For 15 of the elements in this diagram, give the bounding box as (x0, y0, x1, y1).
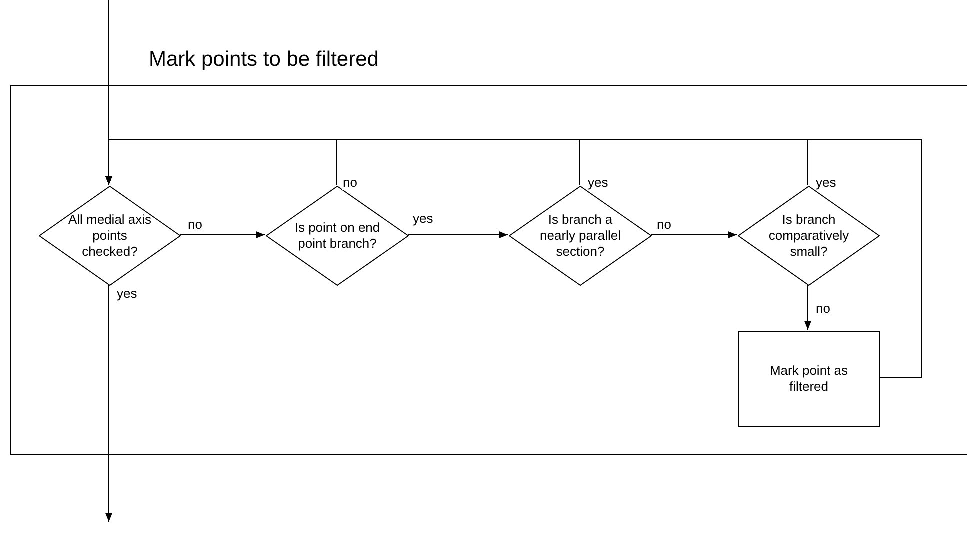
node-text: Is branch a nearly parallel section? (539, 212, 622, 260)
decision-diamond (266, 186, 409, 286)
node-text: Is point on end point branch? (294, 220, 382, 252)
node-text: All medial axis points checked? (67, 212, 153, 260)
node-text: Is branch comparatively small? (768, 212, 850, 260)
process-box (738, 331, 880, 427)
arrow (650, 231, 738, 239)
decision-diamond (39, 186, 181, 286)
arrow (105, 284, 113, 522)
group-heading: Mark points to be filtered (149, 47, 379, 73)
node-text: Mark point as filtered (768, 363, 850, 395)
arrow (180, 231, 266, 239)
arrow (804, 284, 812, 330)
arrow (105, 140, 922, 378)
arrow (408, 231, 508, 239)
